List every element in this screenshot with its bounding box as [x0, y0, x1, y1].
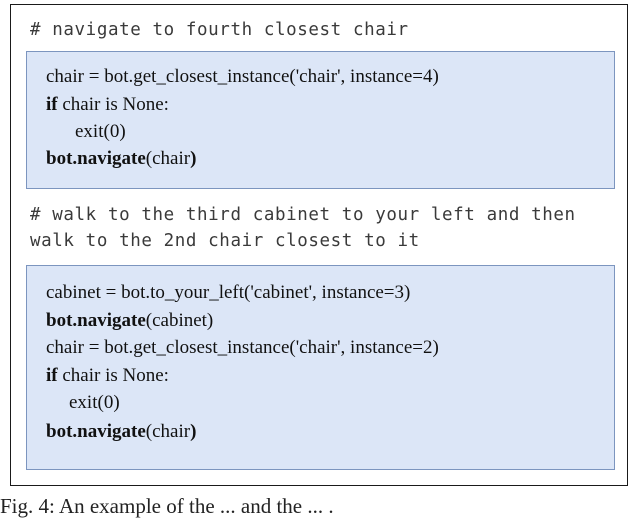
code-line: if chair is None:: [46, 93, 169, 117]
code-text: ): [190, 148, 197, 169]
code-text: ): [190, 421, 197, 442]
comment-walk-line-2: walk to the 2nd chair closest to it: [30, 231, 420, 251]
keyword: bot.navigate: [46, 310, 146, 331]
code-text: (cabinet): [145, 310, 214, 331]
keyword: bot.navigate: [46, 421, 146, 442]
code-line: exit(0): [69, 392, 120, 413]
keyword: bot.navigate: [46, 148, 146, 169]
code-line: chair = bot.get_closest_instance('chair'…: [46, 66, 439, 87]
code-line: cabinet = bot.to_your_left('cabinet', in…: [46, 282, 411, 303]
code-line: if chair is None:: [46, 364, 169, 388]
code-figure: # navigate to fourth closest chair chair…: [10, 4, 628, 486]
code-line: exit(0): [75, 121, 126, 142]
comment-navigate: # navigate to fourth closest chair: [30, 20, 409, 40]
code-line: bot.navigate(cabinet): [46, 309, 213, 333]
code-text: (chair: [145, 421, 191, 442]
code-text: chair is None:: [57, 94, 169, 115]
code-block-1: chair = bot.get_closest_instance('chair'…: [26, 51, 615, 189]
code-block-2: cabinet = bot.to_your_left('cabinet', in…: [26, 265, 615, 470]
keyword: if: [46, 365, 58, 386]
code-text: (chair: [145, 148, 191, 169]
comment-walk-line-1: # walk to the third cabinet to your left…: [30, 205, 576, 225]
figure-caption: Fig. 4: An example of the ... and the ..…: [0, 494, 339, 518]
code-line: bot.navigate(chair): [46, 420, 196, 444]
code-line: bot.navigate(chair): [46, 147, 196, 171]
code-text: chair is None:: [57, 365, 169, 386]
keyword: if: [46, 94, 58, 115]
code-line: chair = bot.get_closest_instance('chair'…: [46, 337, 439, 358]
